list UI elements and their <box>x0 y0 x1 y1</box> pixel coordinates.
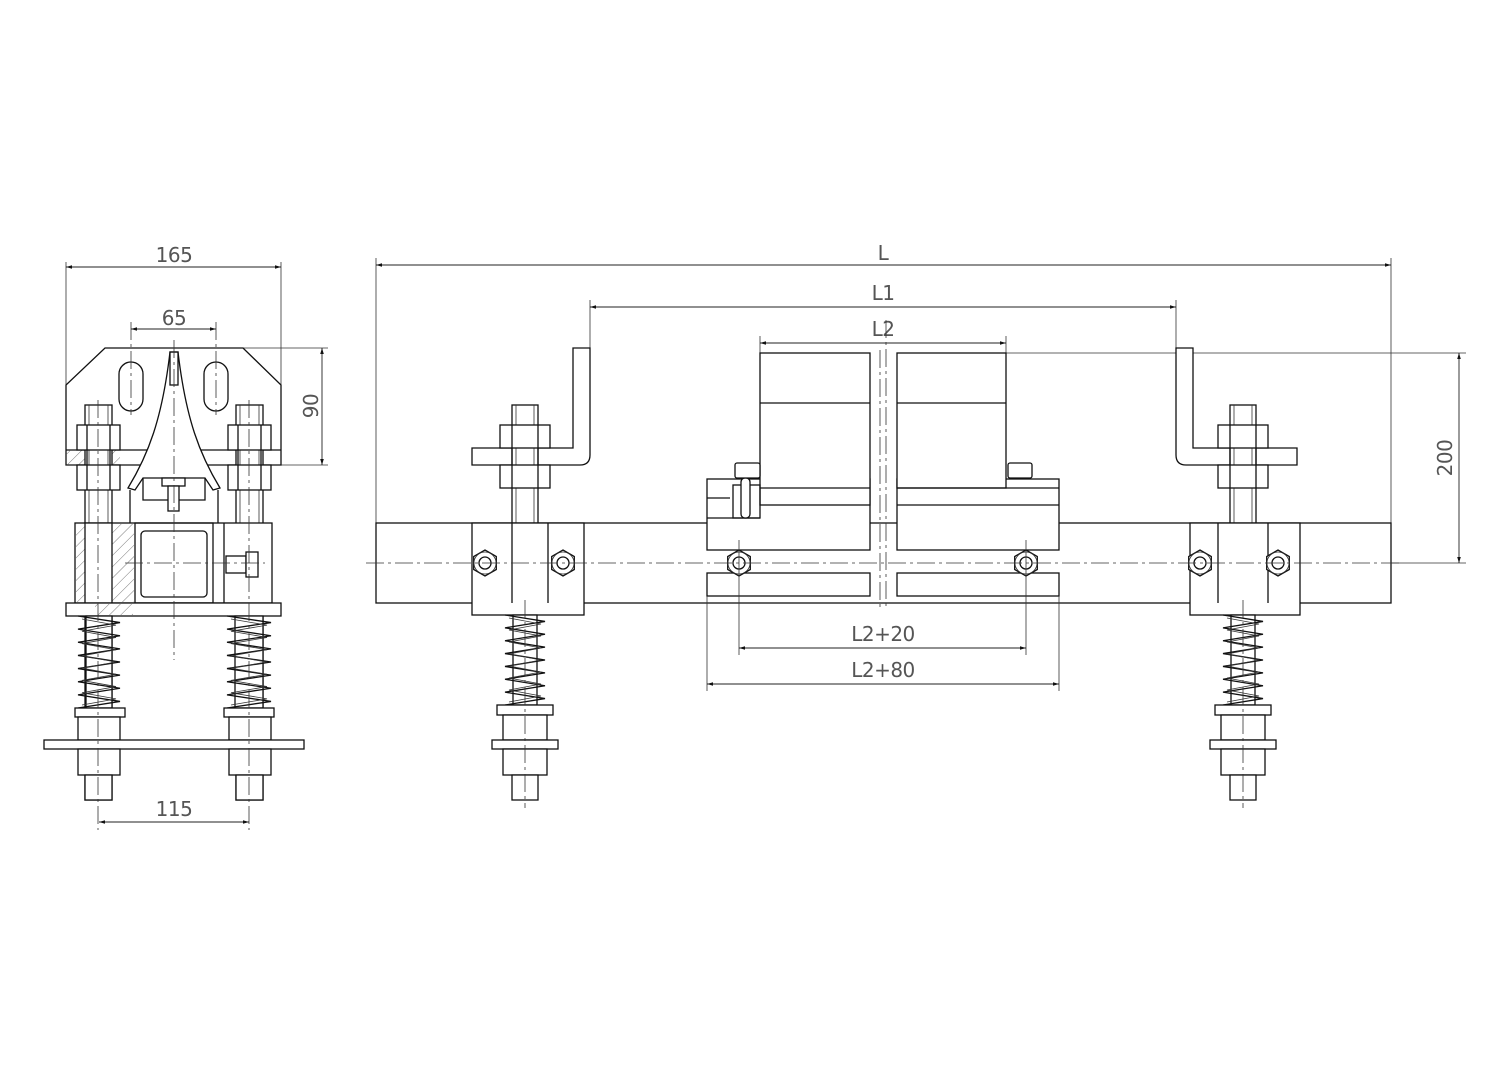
upper-block-left <box>759 352 871 506</box>
spring-coil-inner <box>508 617 542 703</box>
spring-coil-inner <box>1226 617 1260 703</box>
dimension-label: 200 <box>1433 440 1457 477</box>
bottom-plate <box>43 739 305 750</box>
dimension-165: 165 <box>65 243 282 390</box>
adjust-screw <box>740 477 751 519</box>
dimension-L2-plus-20: L2+20 <box>738 540 1027 655</box>
threaded-rod-right <box>1217 404 1269 524</box>
washer <box>74 707 126 718</box>
spring-coil <box>504 614 546 706</box>
bolt-head <box>734 462 761 479</box>
front-view: L L1 L2 200 <box>366 241 1466 808</box>
dimension-label: L <box>878 241 890 265</box>
threaded-rod-left <box>499 404 551 524</box>
spring-coil <box>77 615 121 709</box>
dimension-label: 165 <box>156 243 193 267</box>
dimension-200: 200 <box>1006 352 1466 564</box>
spring-coil <box>226 615 272 709</box>
dimension-65: 65 <box>131 306 216 331</box>
insulating-housing <box>706 352 1060 597</box>
compression-spring <box>77 615 121 709</box>
dimension-90: 90 <box>243 347 328 466</box>
dimension-label: L1 <box>872 281 895 305</box>
lower-rod-assembly-left <box>491 600 559 808</box>
dimension-label: L2+20 <box>851 622 915 646</box>
dimension-L: L <box>375 241 1392 523</box>
spring-coil-inner <box>230 618 268 706</box>
bolt-head <box>161 477 186 487</box>
dimension-label: L2+80 <box>851 658 915 682</box>
lower-rod-assembly-right <box>1209 600 1277 808</box>
dimension-label: 115 <box>156 797 193 821</box>
spring-coil <box>1222 614 1264 706</box>
l-bracket-left <box>471 347 591 466</box>
dimension-115: 115 <box>99 797 249 824</box>
upper-block-right <box>896 352 1007 489</box>
clamp-bolt <box>225 555 247 574</box>
dimension-L2: L2 <box>759 317 1007 353</box>
dimension-L1: L1 <box>589 281 1177 348</box>
dimension-label: L2 <box>872 317 895 341</box>
side-view: 165 65 90 <box>43 243 328 830</box>
spring-coil-inner <box>81 618 117 706</box>
dimension-label: 65 <box>162 306 186 330</box>
dimension-label: 90 <box>299 394 323 418</box>
bolt-head <box>1007 462 1033 479</box>
dimension-L2-plus-80: L2+80 <box>706 596 1060 691</box>
